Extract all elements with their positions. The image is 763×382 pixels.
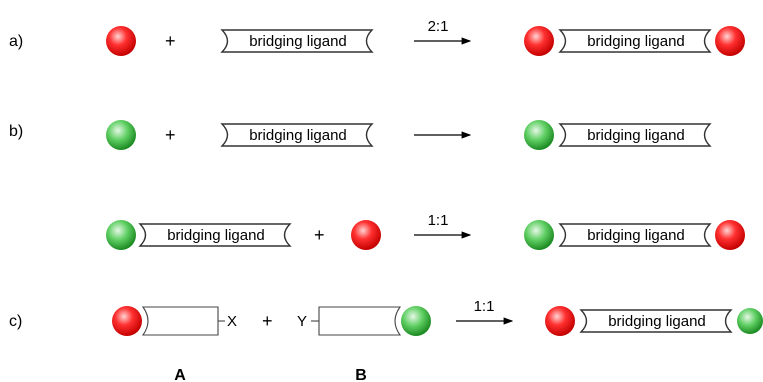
- red-metal-sphere: [351, 220, 381, 250]
- bridging-ligand-label: bridging ligand: [249, 33, 347, 50]
- bridging-ligand: bridging ligand: [558, 223, 712, 247]
- green-metal-sphere: [524, 220, 554, 250]
- row-label-b: b): [9, 123, 23, 140]
- reaction-arrow-c: 1:1: [456, 298, 514, 325]
- bridging-ligand-label: bridging ligand: [608, 313, 706, 330]
- red-metal-sphere: [106, 26, 136, 56]
- green-metal-sphere: [524, 120, 554, 150]
- ratio-label-b: 1:1: [428, 212, 449, 229]
- reaction-arrow-b2: 1:1: [414, 212, 472, 239]
- reaction-arrow-a: 2:1: [414, 18, 472, 45]
- bridging-ligand-label: bridging ligand: [587, 127, 685, 144]
- row-label-a: a): [9, 33, 23, 50]
- green-metal-sphere: [106, 220, 136, 250]
- ratio-label-c: 1:1: [474, 298, 495, 315]
- green-metal-sphere: [401, 306, 431, 336]
- plus-sign: +: [262, 311, 273, 331]
- ratio-label-a: 2:1: [428, 18, 449, 35]
- green-metal-sphere: [106, 120, 136, 150]
- red-metal-sphere: [524, 26, 554, 56]
- bridging-ligand: bridging ligand: [558, 29, 712, 53]
- bridging-ligand-label: bridging ligand: [587, 33, 685, 50]
- bridging-ligand-label: bridging ligand: [587, 227, 685, 244]
- red-metal-sphere: [112, 306, 142, 336]
- red-metal-sphere: [545, 306, 575, 336]
- bridging-ligand: bridging ligand: [220, 123, 374, 147]
- plus-sign: +: [165, 125, 176, 145]
- ligand-fragment-a: X: [141, 306, 237, 336]
- bridging-ligand-label: bridging ligand: [167, 227, 265, 244]
- x-group-label: X: [227, 313, 237, 330]
- bridging-ligand-label: bridging ligand: [249, 127, 347, 144]
- compound-label-a: A: [174, 367, 186, 382]
- red-metal-sphere: [715, 220, 745, 250]
- plus-sign: +: [314, 225, 325, 245]
- row-label-c: c): [9, 313, 22, 330]
- ligand-fragment-b: Y: [297, 306, 402, 336]
- bridging-ligand: bridging ligand: [579, 309, 733, 333]
- green-metal-sphere: [737, 308, 763, 334]
- bridging-ligand: bridging ligand: [138, 223, 292, 247]
- bridging-ligand: bridging ligand: [220, 29, 374, 53]
- bridging-ligand: bridging ligand: [558, 123, 712, 147]
- plus-sign: +: [165, 31, 176, 51]
- compound-label-b: B: [355, 367, 367, 382]
- red-metal-sphere: [715, 26, 745, 56]
- y-group-label: Y: [297, 313, 307, 330]
